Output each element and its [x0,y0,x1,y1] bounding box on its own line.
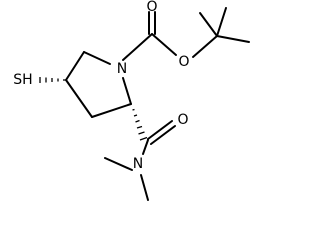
ring-bond-c4-c3 [65,79,93,118]
bond-tbutyl-methyl-right [216,35,250,43]
ester-oxygen-label: O [178,54,189,70]
hashed-wedge-c4-sh [39,77,65,83]
bond-boc-carbon-ester-oxygen [151,33,177,56]
bond-amide-n-methyl-down [140,174,149,201]
bond-amide-carbon-nitrogen [142,139,149,155]
ring-nitrogen-label: N [117,61,127,77]
bond-n1-boc-carbon [122,33,153,61]
thiol-label: SH [13,72,32,88]
molecule-drawing: SH N O O O N [13,0,250,201]
bond-amide-carbon-oxygen-double-a [147,120,173,140]
boc-carbonyl-oxygen-label: O [146,0,157,15]
bond-amide-carbon-oxygen-double-b [150,125,176,145]
amide-oxygen-label: O [177,112,188,128]
hashed-wedge-c2-carbonyl [132,108,148,141]
ring-bond-c5-c4 [65,51,85,81]
ring-bond-c5-n1 [83,51,111,65]
ring-bond-c3-c2 [91,103,132,118]
bond-ester-oxygen-tbutyl [192,35,218,58]
amide-nitrogen-label: N [133,156,143,172]
structure-diagram: SH N O O O N [13,0,250,201]
bond-tbutyl-methyl-left [199,12,218,37]
bond-amide-n-methyl-left [104,157,133,171]
ring-bond-c2-n1 [122,77,132,105]
bond-tbutyl-methyl-top [216,7,227,37]
